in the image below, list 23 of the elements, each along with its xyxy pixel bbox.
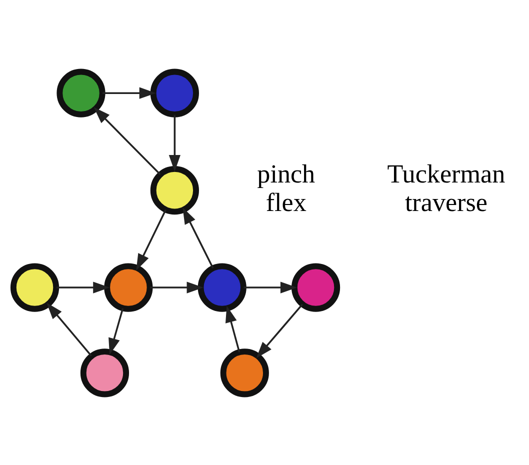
arrow [244,281,298,293]
node-circle [80,348,130,397]
node-circle [198,262,246,312]
node-circle [150,166,199,214]
arrow [256,303,304,358]
label: Tuckerman traverse [387,159,506,217]
node-circle [104,262,153,312]
arrow [150,281,204,293]
arrow [136,208,167,270]
node-circle [291,262,340,312]
arrow [56,281,110,293]
node-circle [56,68,106,117]
arrow [225,305,240,352]
label: pinch flex [257,159,316,217]
arrow [182,206,214,268]
arrow [102,86,156,98]
arrow [168,114,180,172]
node-circle [150,68,199,117]
node-circle [220,348,269,397]
arrow [46,302,92,356]
arrow [108,308,124,354]
arrow [94,106,161,175]
node-circle [10,262,60,312]
